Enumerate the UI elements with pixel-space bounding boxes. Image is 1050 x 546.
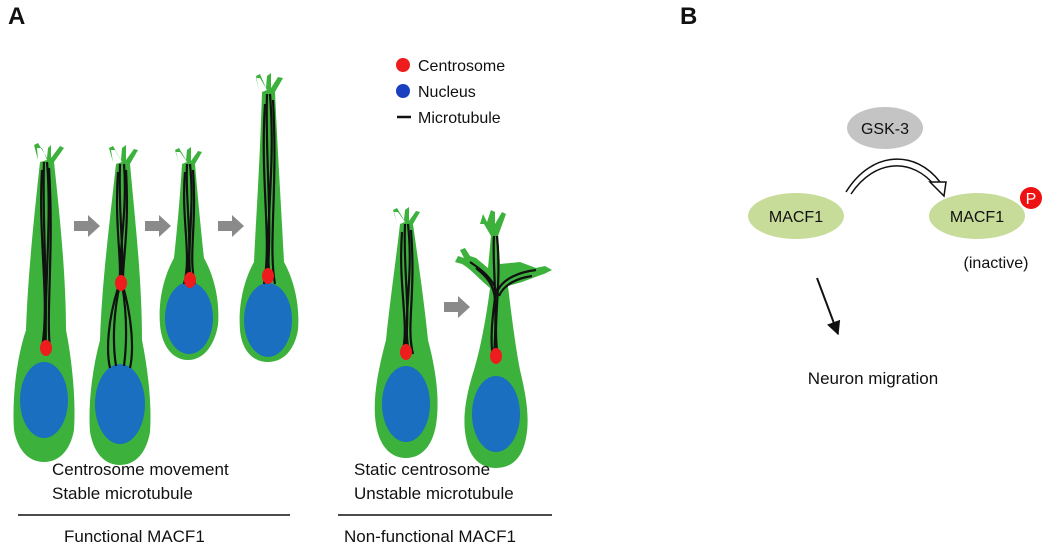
microtubules (262, 93, 277, 285)
microtubules (469, 235, 537, 359)
centrosome (262, 268, 274, 284)
nucleus (382, 366, 430, 442)
neuron-cell-3 (159, 147, 219, 360)
functional-group-label: Functional MACF1 (64, 527, 205, 546)
microtubules (40, 161, 52, 351)
centrosome (40, 340, 52, 356)
microtubules (400, 223, 415, 355)
functional-caption-line1: Centrosome movement (52, 460, 229, 479)
inactive-state-label: (inactive) (964, 255, 1029, 272)
centrosome (490, 348, 502, 364)
step-arrow-4 (444, 296, 470, 318)
gsk3-node (847, 107, 923, 149)
functional-caption-line2: Stable microtubule (52, 484, 193, 503)
phosphate-label: P (1026, 191, 1037, 208)
neuron-cell-5 (374, 207, 438, 458)
nonfunctional-group-label: Non-functional MACF1 (344, 527, 516, 546)
legend-microtubule-label: Microtubule (418, 110, 501, 127)
pathway-diagram: GSK-3 MACF1 MACF1 (inactive) P Neuron mi… (748, 107, 1042, 388)
nucleus (165, 282, 213, 354)
legend-nucleus-label: Nucleus (418, 84, 476, 101)
nonfunctional-cell-sequence (374, 207, 552, 468)
legend-centrosome-marker (396, 58, 410, 72)
phosphorylation-arrow-inner (850, 165, 936, 195)
macf1-phospho-node (929, 193, 1025, 239)
centrosome (184, 272, 196, 288)
step-arrow-3 (218, 215, 244, 237)
gsk3-label: GSK-3 (861, 121, 909, 138)
legend-nucleus-marker (396, 84, 410, 98)
macf1-label: MACF1 (769, 209, 823, 226)
functional-cell-sequence (13, 73, 299, 465)
phosphate-badge (1020, 187, 1042, 209)
nucleus (20, 362, 68, 438)
panel-label-a: A (8, 3, 25, 30)
nucleus (472, 376, 520, 452)
migration-arrow (816, 277, 841, 336)
panel-label-b: B (680, 3, 697, 30)
nucleus (244, 283, 292, 357)
migration-label: Neuron migration (808, 369, 938, 388)
centrosome (400, 344, 412, 360)
neuron-cell-2 (89, 145, 151, 465)
macf1-phospho-label: MACF1 (950, 209, 1004, 226)
legend-centrosome-label: Centrosome (418, 58, 505, 75)
phosphorylation-arrowhead (928, 181, 947, 198)
neuron-cell-6 (455, 210, 552, 468)
step-arrow-1 (74, 215, 100, 237)
nonfunctional-caption-line2: Unstable microtubule (354, 484, 514, 503)
neuron-cell-1 (13, 143, 75, 462)
phosphorylation-arrow (845, 158, 941, 193)
neuron-cell-4 (239, 73, 299, 362)
step-arrow-2 (145, 215, 171, 237)
macf1-node (748, 193, 844, 239)
centrosome (115, 275, 127, 291)
nucleus (95, 364, 145, 444)
legend: Centrosome Nucleus Microtubule (396, 58, 505, 127)
nonfunctional-caption-line1: Static centrosome (354, 460, 490, 479)
